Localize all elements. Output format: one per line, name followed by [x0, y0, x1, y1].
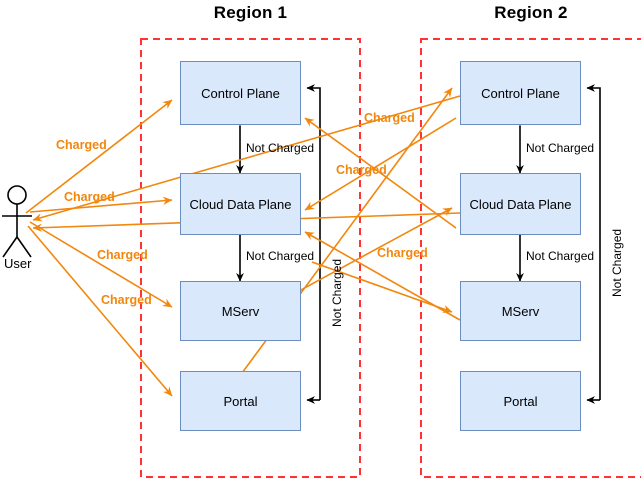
- edge-charged-user-r1-cloud-data-plane: [29, 196, 173, 213]
- edge-label-charged-user-r1-portal: Charged: [101, 293, 152, 307]
- edge-charged-user-r1-mserv: [29, 221, 173, 308]
- node-r2-portal[interactable]: Portal: [460, 371, 581, 431]
- node-r1-mserv[interactable]: MServ: [180, 281, 301, 341]
- edge-r2-portal-cp: [586, 84, 601, 400]
- node-label: Portal: [223, 393, 258, 409]
- edge-charged-user-r1-control-plane: [25, 99, 173, 214]
- node-label: MServ: [221, 303, 260, 319]
- edge-label-charged-user-r1-mserv: Charged: [97, 248, 148, 262]
- node-label: Cloud Data Plane: [469, 196, 572, 212]
- edge-charged-cross-to-r1-control-plane: [304, 117, 457, 229]
- edge-label-charged-user-r1-control-plane: Charged: [56, 138, 107, 152]
- edge-label-charged-user-r1-cloud-data-plane: Charged: [64, 190, 115, 204]
- edge-label-r1-cdp-mserv: Not Charged: [246, 249, 315, 263]
- edge-label-charged-r2-cloud-data-plane-user: Charged: [336, 163, 387, 177]
- edge-charged-user-r1-portal: [27, 225, 173, 397]
- node-r1-cloud-data-plane[interactable]: Cloud Data Plane: [180, 173, 301, 235]
- edge-label-r2-portal-cp: Not Charged: [610, 228, 624, 297]
- user-actor-label: User: [4, 256, 32, 271]
- node-r2-cloud-data-plane[interactable]: Cloud Data Plane: [460, 173, 581, 235]
- node-label: Control Plane: [201, 85, 280, 101]
- edge-r1-portal-cp: [306, 84, 321, 400]
- edge-label-charged-user-r2-mserv: Charged: [377, 246, 428, 260]
- node-label: Cloud Data Plane: [189, 196, 292, 212]
- edge-charged-cross-to-r1-cloud-data-plane: [304, 117, 457, 211]
- edge-label-r1-cp-cdp: Not Charged: [246, 141, 315, 155]
- node-label: MServ: [501, 303, 540, 319]
- node-label: Control Plane: [481, 85, 560, 101]
- node-label: Portal: [503, 393, 538, 409]
- node-r1-portal[interactable]: Portal: [180, 371, 301, 431]
- node-r2-mserv[interactable]: MServ: [460, 281, 581, 341]
- edge-label-r1-portal-cp: Not Charged: [330, 258, 344, 327]
- edge-charged-user-r2-mserv: [311, 261, 453, 313]
- edge-label-r2-cp-cdp: Not Charged: [526, 141, 595, 155]
- node-r2-control-plane[interactable]: Control Plane: [460, 61, 581, 125]
- node-r1-control-plane[interactable]: Control Plane: [180, 61, 301, 125]
- edge-label-r2-cdp-mserv: Not Charged: [526, 249, 595, 263]
- region-1-title: Region 1: [213, 3, 288, 22]
- edge-label-charged-r2-control-plane-user: Charged: [364, 111, 415, 125]
- region-2-boundary: [420, 38, 641, 478]
- user-actor-figure: [2, 185, 32, 258]
- region-2-title: Region 2: [494, 3, 568, 22]
- edge-charged-r2-control-plane-user: [32, 95, 461, 222]
